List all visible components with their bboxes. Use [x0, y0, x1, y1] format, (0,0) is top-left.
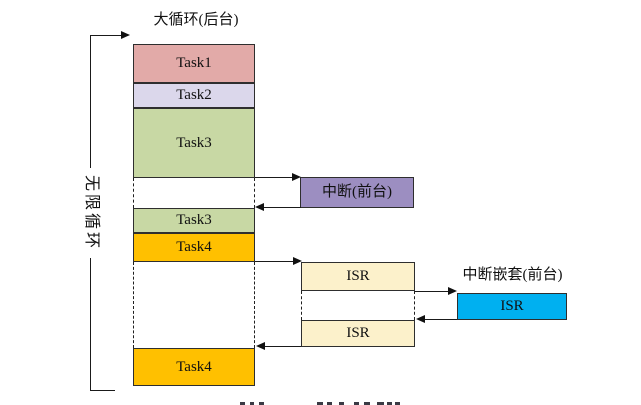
isr-return-line: [263, 346, 301, 347]
isr-box-1: ISR: [301, 262, 415, 291]
interrupt-label: 中断(前台): [322, 184, 392, 200]
dashed-gap2-right: [254, 262, 255, 348]
task3-resumed-label: Task3: [176, 212, 212, 228]
caption-fragment: [387, 402, 392, 405]
isr-to-nested-arrowhead-icon: [448, 287, 457, 295]
task1-label: Task1: [176, 55, 212, 71]
big-loop-title: 大循环(后台): [153, 12, 239, 28]
caption-fragment: [317, 402, 323, 405]
loop-top-line: [90, 35, 122, 36]
task-box-task1: Task1: [133, 44, 255, 83]
caption-fragment: [395, 402, 400, 405]
dashed-gap1-right: [254, 178, 255, 208]
loop-bottom-line: [90, 390, 115, 391]
dashed-isr-gap-right: [414, 291, 415, 320]
infinite-loop-label: 无限循环: [81, 168, 101, 258]
interrupt-box: 中断(前台): [300, 177, 414, 208]
dashed-gap1-left: [133, 178, 134, 208]
caption-fragment: [240, 402, 245, 405]
task4-resumed-label: Task4: [176, 358, 212, 375]
interrupt-return-arrowhead-icon: [255, 203, 264, 211]
isr2-label: ISR: [346, 325, 370, 341]
nested-isr-box: ISR: [457, 293, 567, 320]
caption-fragment: [377, 402, 384, 405]
task4-to-isr-arrowhead-icon: [293, 257, 302, 265]
isr1-label: ISR: [346, 268, 370, 284]
task2-label: Task2: [176, 87, 212, 103]
task3-label: Task3: [176, 134, 212, 151]
nested-return-arrowhead-icon: [416, 315, 425, 323]
isr-return-arrowhead-icon: [256, 342, 265, 350]
interrupt-return-line: [262, 207, 301, 208]
isr-to-nested-line: [415, 291, 451, 292]
nested-return-line: [423, 319, 457, 320]
caption-fragment: [339, 402, 344, 405]
task-box-task4: Task4: [133, 233, 255, 262]
caption-fragment: [259, 402, 264, 405]
task4-to-isr-line: [255, 261, 295, 262]
caption-fragment: [364, 402, 370, 405]
task3-to-interrupt-line: [255, 177, 295, 178]
nested-interrupt-title: 中断嵌套(前台): [462, 267, 563, 283]
dashed-gap2-left: [133, 262, 134, 348]
dashed-isr-gap-left: [301, 291, 302, 320]
isr-box-2: ISR: [301, 320, 415, 347]
task3-to-interrupt-arrowhead-icon: [292, 173, 301, 181]
task4-label: Task4: [176, 239, 212, 255]
task-box-task2: Task2: [133, 83, 255, 108]
loop-top-arrowhead-icon: [121, 31, 130, 39]
task-box-task4-resumed: Task4: [133, 348, 255, 386]
caption-fragment: [354, 402, 359, 405]
nested-isr-label: ISR: [500, 298, 524, 314]
caption-fragment: [327, 402, 332, 405]
caption-fragment: [250, 402, 254, 405]
task-box-task3: Task3: [133, 108, 255, 178]
task-box-task3-resumed: Task3: [133, 208, 255, 233]
